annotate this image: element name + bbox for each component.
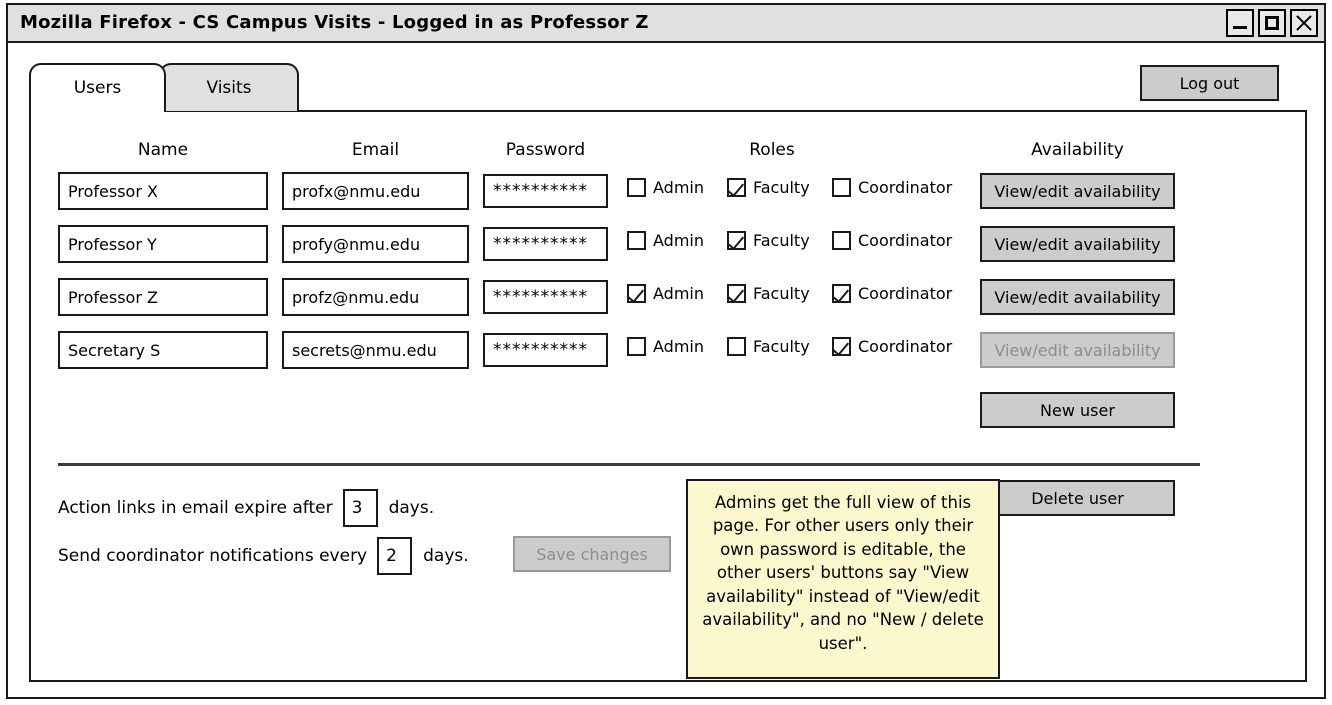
role-admin-checkbox[interactable]: Admin (627, 284, 704, 303)
name-input[interactable]: Professor Z (58, 278, 268, 316)
role-faculty-label: Faculty (753, 337, 810, 356)
column-header-availability: Availability (1031, 140, 1124, 160)
password-input[interactable]: ********** (483, 280, 608, 314)
role-coordinator-label: Coordinator (858, 337, 953, 356)
email-input[interactable]: profy@nmu.edu (282, 225, 469, 263)
table-row: Professor X profx@nmu.edu ********** Adm… (31, 172, 1305, 212)
setting-notifications-label-suffix: days. (423, 546, 469, 566)
tab-visits[interactable]: Visits (159, 63, 299, 111)
logout-button[interactable]: Log out (1140, 65, 1279, 101)
checkbox-checked-icon (832, 337, 851, 356)
role-faculty-label: Faculty (753, 284, 810, 303)
checkbox-icon (627, 178, 646, 197)
role-faculty-label: Faculty (753, 231, 810, 250)
role-faculty-checkbox[interactable]: Faculty (727, 178, 810, 197)
tab-users[interactable]: Users (29, 63, 166, 111)
table-row: Professor Y profy@nmu.edu ********** Adm… (31, 225, 1305, 265)
browser-window: Mozilla Firefox - CS Campus Visits - Log… (6, 3, 1326, 699)
annotation-sticky-note: Admins get the full view of this page. F… (686, 479, 1000, 679)
password-input[interactable]: ********** (483, 174, 608, 208)
table-row: Professor Z profz@nmu.edu ********** Adm… (31, 278, 1305, 318)
availability-label: View/edit availability (994, 287, 1161, 307)
name-input[interactable]: Professor Y (58, 225, 268, 263)
tab-seam (31, 109, 164, 113)
tab-users-label: Users (73, 78, 122, 98)
role-coordinator-checkbox[interactable]: Coordinator (832, 178, 952, 197)
role-admin-label: Admin (653, 284, 704, 303)
checkbox-icon (727, 337, 746, 356)
logout-label: Log out (1179, 73, 1240, 93)
view-edit-availability-button-disabled: View/edit availability (980, 332, 1175, 368)
role-faculty-label: Faculty (753, 178, 810, 197)
annotation-note-text: Admins get the full view of this page. F… (702, 493, 984, 653)
column-header-password: Password (505, 140, 586, 160)
role-coordinator-label: Coordinator (858, 231, 953, 250)
checkbox-icon (627, 337, 646, 356)
setting-notifications-label-prefix: Send coordinator notifications every (58, 546, 368, 566)
checkbox-checked-icon (727, 231, 746, 250)
new-user-label: New user (1040, 400, 1115, 420)
role-admin-label: Admin (653, 231, 704, 250)
setting-expiry-row: Action links in email expire after 3 day… (58, 489, 434, 527)
section-divider (58, 463, 1200, 466)
email-input[interactable]: profx@nmu.edu (282, 172, 469, 210)
minimize-icon[interactable] (1226, 9, 1254, 37)
checkbox-checked-icon (627, 284, 646, 303)
column-header-name: Name (137, 140, 189, 160)
checkbox-icon (832, 178, 851, 197)
name-input[interactable]: Professor X (58, 172, 268, 210)
role-coordinator-checkbox[interactable]: Coordinator (832, 284, 952, 303)
role-coordinator-label: Coordinator (858, 284, 953, 303)
role-admin-label: Admin (653, 337, 704, 356)
delete-user-button[interactable]: Delete user (980, 480, 1175, 516)
column-header-roles: Roles (749, 140, 795, 160)
email-input[interactable]: secrets@nmu.edu (282, 331, 469, 369)
checkbox-checked-icon (727, 284, 746, 303)
new-user-button[interactable]: New user (980, 392, 1175, 428)
table-row: Secretary S secrets@nmu.edu ********** A… (31, 331, 1305, 371)
window-title: Mozilla Firefox - CS Campus Visits - Log… (20, 12, 649, 33)
setting-expiry-input[interactable]: 3 (342, 489, 378, 527)
role-admin-label: Admin (653, 178, 704, 197)
view-edit-availability-button[interactable]: View/edit availability (980, 173, 1175, 209)
close-icon[interactable] (1290, 9, 1318, 37)
checkbox-icon (832, 231, 851, 250)
view-edit-availability-button[interactable]: View/edit availability (980, 279, 1175, 315)
role-admin-checkbox[interactable]: Admin (627, 337, 704, 356)
view-edit-availability-button[interactable]: View/edit availability (980, 226, 1175, 262)
setting-notifications-input[interactable]: 2 (377, 537, 413, 575)
role-coordinator-label: Coordinator (858, 178, 953, 197)
name-input[interactable]: Secretary S (58, 331, 268, 369)
maximize-icon[interactable] (1258, 9, 1286, 37)
title-bar: Mozilla Firefox - CS Campus Visits - Log… (8, 5, 1324, 43)
availability-label: View/edit availability (994, 181, 1161, 201)
role-faculty-checkbox[interactable]: Faculty (727, 284, 810, 303)
email-input[interactable]: profz@nmu.edu (282, 278, 469, 316)
password-input[interactable]: ********** (483, 227, 608, 261)
role-faculty-checkbox[interactable]: Faculty (727, 337, 810, 356)
setting-expiry-label-prefix: Action links in email expire after (58, 498, 333, 518)
window-controls (1226, 9, 1318, 37)
availability-label: View/edit availability (994, 234, 1161, 254)
checkbox-icon (627, 231, 646, 250)
tab-visits-label: Visits (206, 78, 252, 98)
role-admin-checkbox[interactable]: Admin (627, 178, 704, 197)
column-header-email: Email (351, 140, 400, 160)
role-faculty-checkbox[interactable]: Faculty (727, 231, 810, 250)
password-input[interactable]: ********** (483, 333, 608, 367)
setting-notifications-row: Send coordinator notifications every 2 d… (58, 537, 469, 575)
role-admin-checkbox[interactable]: Admin (627, 231, 704, 250)
checkbox-checked-icon (832, 284, 851, 303)
role-coordinator-checkbox[interactable]: Coordinator (832, 231, 952, 250)
setting-expiry-label-suffix: days. (388, 498, 435, 518)
users-panel: Name Email Password Roles Availability P… (29, 110, 1307, 682)
availability-label: View/edit availability (994, 340, 1161, 360)
checkbox-checked-icon (727, 178, 746, 197)
save-changes-button: Save changes (513, 536, 671, 572)
save-changes-label: Save changes (536, 544, 648, 564)
role-coordinator-checkbox[interactable]: Coordinator (832, 337, 952, 356)
delete-user-label: Delete user (1031, 488, 1124, 508)
